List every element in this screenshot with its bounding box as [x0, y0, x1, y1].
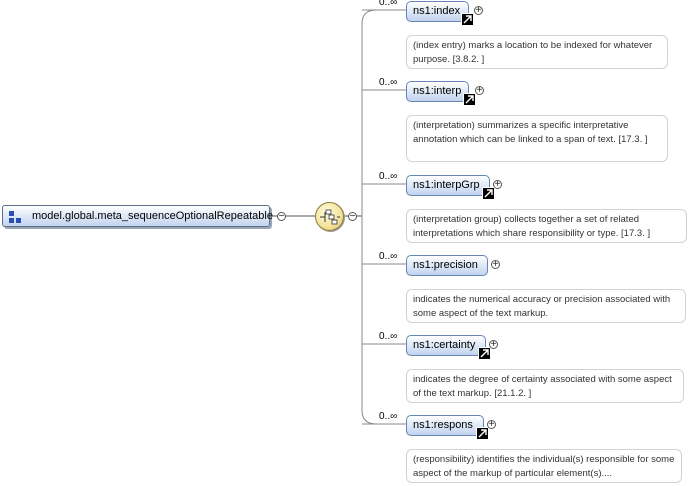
reference-arrow-icon	[461, 13, 474, 26]
reference-arrow-icon	[476, 427, 489, 440]
expand-toggle-certainty[interactable]: +	[489, 339, 498, 350]
occurrence-label: 0..∞	[379, 411, 398, 422]
collapse-toggle[interactable]: −	[277, 211, 286, 222]
expand-toggle-index[interactable]: +	[474, 5, 483, 16]
element-certainty[interactable]: ns1:certainty	[406, 335, 486, 356]
expand-toggle-respons[interactable]: +	[487, 419, 496, 430]
occurrence-label: 0..∞	[379, 171, 398, 182]
element-name: ns1:index	[413, 5, 461, 17]
doc-respons: (responsibility) identifies the individu…	[406, 449, 682, 483]
doc-interpGrp: (interpretation group) collects together…	[406, 209, 687, 243]
reference-arrow-icon	[478, 347, 491, 360]
element-interpGrp[interactable]: ns1:interpGrp	[406, 175, 490, 196]
expand-toggle-interp[interactable]: +	[475, 85, 484, 96]
reference-arrow-icon	[463, 93, 476, 106]
expand-toggle-precision[interactable]: +	[491, 259, 500, 270]
element-name: ns1:respons	[413, 419, 473, 431]
element-name: ns1:interpGrp	[413, 179, 480, 191]
expand-toggle-interpGrp[interactable]: +	[493, 179, 502, 190]
root-group-label: model.global.meta_sequenceOptionalRepeat…	[32, 210, 273, 222]
occurrence-label: 0..∞	[379, 251, 398, 262]
compositor-collapse-toggle[interactable]: −	[348, 211, 357, 222]
root-group-box[interactable]: model.global.meta_sequenceOptionalRepeat…	[2, 205, 273, 227]
doc-certainty: indicates the degree of certainty associ…	[406, 369, 684, 403]
element-precision[interactable]: ns1:precision	[406, 255, 488, 276]
element-name: ns1:precision	[413, 259, 478, 271]
element-respons[interactable]: ns1:respons	[406, 415, 484, 436]
element-name: ns1:certainty	[413, 339, 476, 351]
doc-index: (index entry) marks a location to be ind…	[406, 35, 668, 69]
doc-interp: (interpretation) summarizes a specific i…	[406, 115, 668, 162]
occurrence-label: 0..∞	[379, 77, 398, 88]
occurrence-label: 0..∞	[379, 331, 398, 342]
group-icon	[9, 211, 23, 223]
element-interp[interactable]: ns1:interp	[406, 81, 469, 102]
occurrence-label: 0..∞	[379, 0, 398, 8]
doc-precision: indicates the numerical accuracy or prec…	[406, 289, 686, 323]
reference-arrow-icon	[482, 187, 495, 200]
sequence-compositor-icon[interactable]	[315, 202, 344, 231]
element-name: ns1:interp	[413, 85, 462, 97]
element-index[interactable]: ns1:index	[406, 1, 469, 22]
